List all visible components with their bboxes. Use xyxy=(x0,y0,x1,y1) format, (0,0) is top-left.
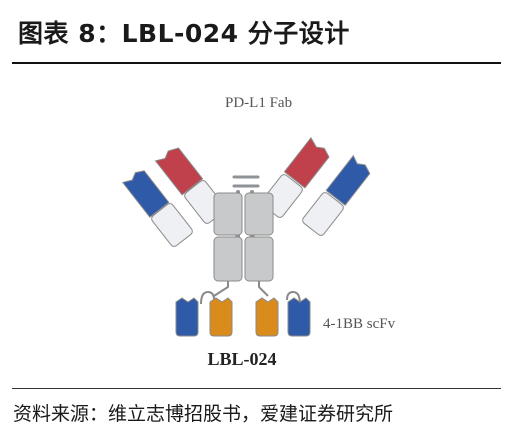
fc-ch2-right xyxy=(244,192,274,236)
lbl024-molecule-diagram: PD-L1 Fab 4-1BB scFv LBL-024 xyxy=(121,95,396,369)
right-heavy-chain-variable xyxy=(283,136,330,189)
left-fab-arm xyxy=(121,147,226,247)
left-heavy-chain-variable xyxy=(154,147,204,196)
right-scfv xyxy=(255,297,311,337)
fab-label: PD-L1 Fab xyxy=(225,95,292,111)
source-divider xyxy=(12,388,501,389)
right-light-chain-variable xyxy=(325,154,371,206)
left-light-chain-constant xyxy=(151,203,193,247)
scfv-label: 4-1BB scFv xyxy=(323,316,396,332)
left-scfv xyxy=(175,297,233,337)
left-scfv-vh xyxy=(209,297,233,337)
fc-region xyxy=(213,192,274,282)
title-divider xyxy=(12,62,501,64)
right-scfv-vh xyxy=(255,297,279,337)
left-light-chain-variable xyxy=(121,170,170,218)
fc-ch3-left xyxy=(213,236,243,282)
right-fab-arm xyxy=(261,136,371,236)
molecule-name: LBL-024 xyxy=(207,349,276,369)
figure-source: 资料来源：维立志博招股书，爱建证券研究所 xyxy=(13,403,394,425)
left-scfv-vl xyxy=(175,297,199,337)
scfv-linkers xyxy=(200,281,301,305)
fc-ch3-right xyxy=(244,236,274,282)
figure-title: 图表 8：LBL-024 分子设计 xyxy=(18,19,350,48)
fc-ch2-left xyxy=(213,192,243,236)
right-scfv-vl xyxy=(287,297,311,337)
right-light-chain-constant xyxy=(302,192,344,236)
